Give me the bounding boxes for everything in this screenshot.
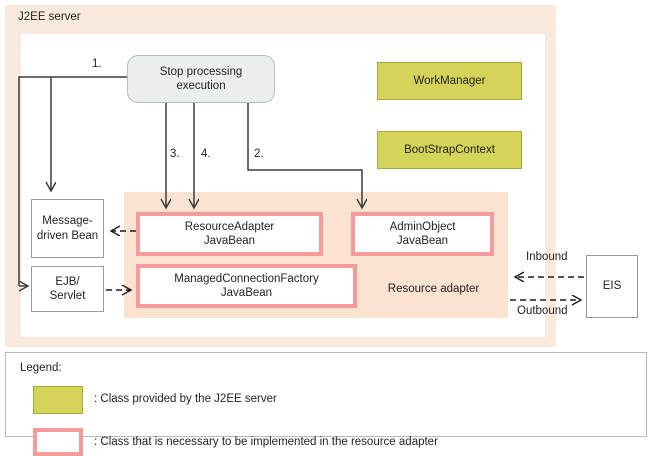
step-label-4: 4. xyxy=(201,148,211,160)
bootstrap-context-class[interactable]: BootStrapContext xyxy=(377,131,522,169)
j2ee-server-label: J2EE server xyxy=(18,11,81,23)
legend-text-implemented-class: : Class that is necessary to be implemen… xyxy=(94,436,438,448)
legend-swatch-implemented-class xyxy=(33,428,83,456)
outbound-label: Outbound xyxy=(517,305,568,317)
inbound-label: Inbound xyxy=(526,251,568,263)
step-label-3: 3. xyxy=(170,148,180,160)
legend-title: Legend: xyxy=(20,362,62,374)
legend-text-j2ee-class: : Class provided by the J2EE server xyxy=(94,393,277,405)
legend-panel: Legend: : Class provided by the J2EE ser… xyxy=(5,352,647,456)
step-label-2: 2. xyxy=(254,148,264,160)
message-driven-bean-node[interactable]: Message-driven Bean xyxy=(31,199,104,258)
resource-adapter-label: Resource adapter xyxy=(387,283,480,295)
ejb-servlet-node[interactable]: EJB/Servlet xyxy=(31,266,104,312)
legend-swatch-j2ee-class xyxy=(33,386,83,414)
eis-node[interactable]: EIS xyxy=(586,255,638,318)
step-label-1: 1. xyxy=(92,58,102,70)
work-manager-class[interactable]: WorkManager xyxy=(377,62,522,100)
